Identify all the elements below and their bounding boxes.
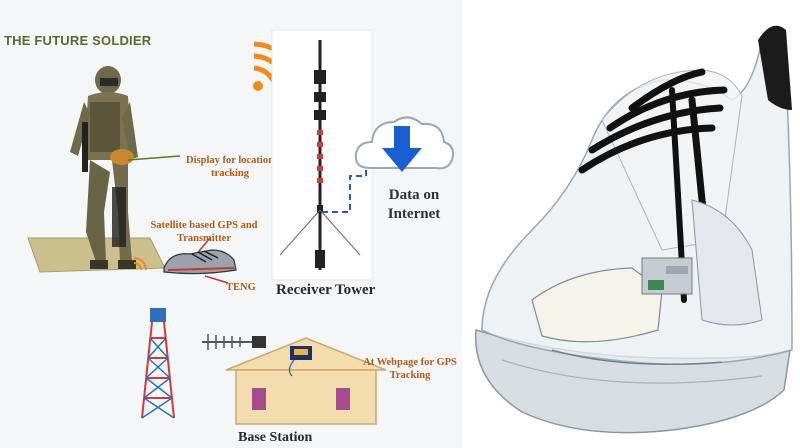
internet-label-line1: Data on (388, 187, 440, 203)
base-station-label: Base Station (238, 430, 313, 445)
future-soldier-diagram: THE FUTURE SOLDIER Display for location … (0, 0, 462, 448)
foot-signal-icon (133, 257, 147, 271)
smart-shoe-illustration (474, 25, 793, 434)
shoe-icon (163, 249, 237, 275)
teng-label: TENG (226, 282, 256, 293)
soldier-figure (70, 66, 138, 269)
receiver-tower-label: Receiver Tower (276, 282, 376, 298)
webpage-label: At Webpage for GPS Tracking (363, 357, 457, 381)
smart-shoe-panel (462, 0, 800, 448)
internet-label-line2: Internet (387, 206, 441, 222)
lattice-tower-icon (141, 308, 175, 419)
internet-label: Data on Internet (374, 186, 454, 224)
gps-label: Satellite based GPS and Transmitter (150, 220, 258, 244)
base-station-building (225, 337, 387, 425)
download-arrow-icon (382, 126, 422, 172)
display-label: Display for location tracking (186, 155, 274, 179)
diagram-title: THE FUTURE SOLDIER (4, 33, 152, 48)
antenna-icon (202, 334, 266, 350)
